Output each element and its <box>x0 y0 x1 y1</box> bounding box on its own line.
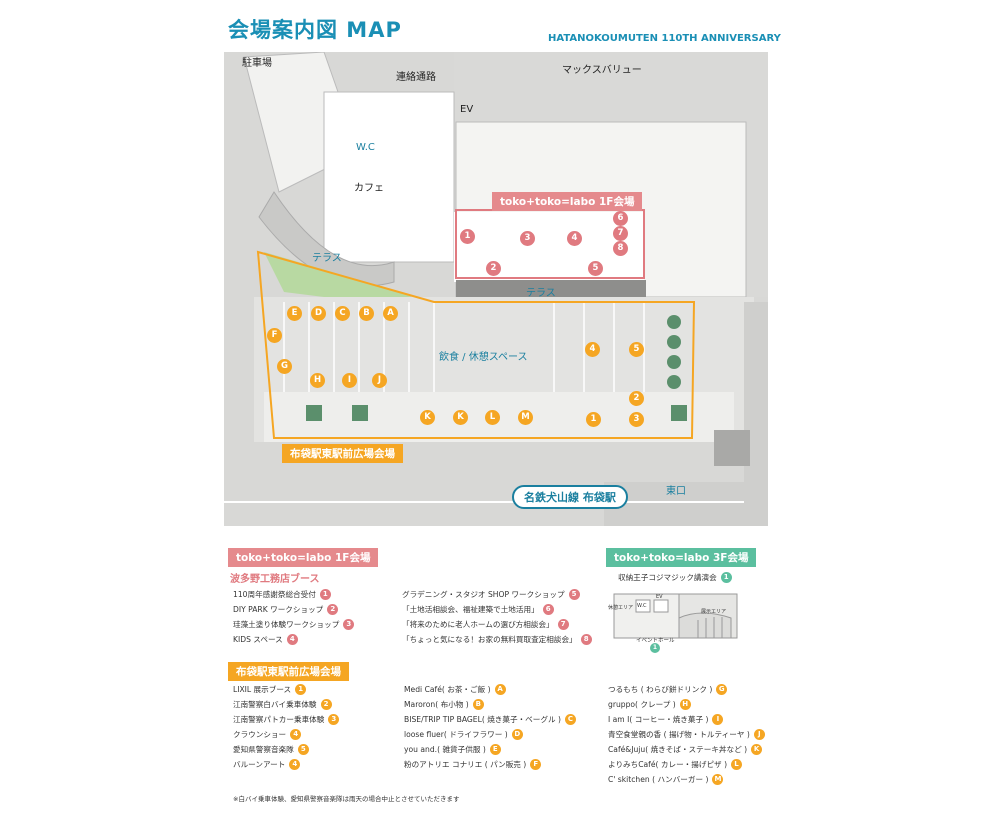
mini-area-left: 休憩エリア <box>608 605 634 611</box>
page-subtitle: HATANOKOUMUTEN 110TH ANNIVERSARY <box>548 33 781 44</box>
label-cafe: カフェ <box>354 183 384 194</box>
label-station: 名鉄犬山線 布袋駅 <box>512 485 628 509</box>
legend-3f-header: toko+toko=labo 3F会場 <box>606 548 757 567</box>
legend-item: 「土地活相談会、福祉建築で土地活用」6 <box>402 602 592 617</box>
mini-ev: EV <box>656 594 663 600</box>
mini-marker-1: 1 <box>650 643 660 653</box>
label-1f-venue: toko+toko=labo 1F会場 <box>492 192 643 211</box>
label-max-valu: マックスバリュー <box>562 65 642 76</box>
legend-item: Medi Café( お茶・ご飯 )A <box>404 682 576 697</box>
legend-item: よりみちCafé( カレー・揚げピザ )L <box>608 757 765 772</box>
mini-wc: W.C <box>637 603 647 609</box>
map-marker-K-1: K <box>420 410 435 425</box>
legend-plaza-col3: つるもち ( わらび餅ドリンク )G gruppo( クレープ )H I am … <box>608 682 765 787</box>
map-marker-B: B <box>359 306 374 321</box>
map-marker-pink-6: 6 <box>613 211 628 226</box>
map-marker-E: E <box>287 306 302 321</box>
floor3-mini-map: 休憩エリア W.C EV 展示エリア イベントホール 1 <box>606 588 744 654</box>
label-food-space: 飲食 / 休憩スペース <box>439 352 528 363</box>
legend-plaza-header: 布袋駅東駅前広場会場 <box>228 662 349 681</box>
map-marker-plaza-3: 3 <box>629 412 644 427</box>
map-marker-M: M <box>518 410 533 425</box>
map-marker-G: G <box>277 359 292 374</box>
label-plaza-venue: 布袋駅東駅前広場会場 <box>282 444 403 463</box>
map-marker-C: C <box>335 306 350 321</box>
mini-event-hall: イベントホール <box>636 638 675 644</box>
map-marker-pink-4: 4 <box>567 231 582 246</box>
venue-map: 駐車場 連絡通路 マックスバリュー EV W.C カフェ テラス テラス 飲食 … <box>224 52 768 526</box>
page-title: 会場案内図 MAP <box>228 18 402 42</box>
legend-plaza-col2: Medi Café( お茶・ご飯 )A Maroron( 布小物 )B BISE… <box>404 682 576 772</box>
map-marker-pink-5: 5 <box>588 261 603 276</box>
legend-item: 「将来のために老人ホームの選び方相談会」7 <box>402 617 592 632</box>
legend-item: BISE/TRIP TIP BAGEL( 焼き菓子・ベーグル )C <box>404 712 576 727</box>
map-marker-K-2: K <box>453 410 468 425</box>
label-parking: 駐車場 <box>242 58 272 69</box>
label-terrace-2: テラス <box>526 288 556 299</box>
map-marker-L: L <box>485 410 500 425</box>
map-marker-pink-1: 1 <box>460 229 475 244</box>
legend-item: gruppo( クレープ )H <box>608 697 765 712</box>
map-marker-H: H <box>310 373 325 388</box>
map-marker-A: A <box>383 306 398 321</box>
legend-item: 粉のアトリエ コナリエ ( パン販売 )F <box>404 757 576 772</box>
legend-item: Café&Juju( 焼きそば・ステーキ丼など )K <box>608 742 765 757</box>
map-marker-plaza-5: 5 <box>629 342 644 357</box>
map-marker-plaza-1: 1 <box>586 412 601 427</box>
legend-item: つるもち ( わらび餅ドリンク )G <box>608 682 765 697</box>
legend-item: 青空食堂親の香 ( 揚げ物・トルティーヤ )J <box>608 727 765 742</box>
label-passage: 連絡通路 <box>396 72 436 83</box>
legend-item: C' skitchen ( ハンバーガー )M <box>608 772 765 787</box>
map-marker-J: J <box>372 373 387 388</box>
legend-item: loose fluer( ドライフラワー )D <box>404 727 576 742</box>
label-ev: EV <box>460 104 474 115</box>
legend-1f-section: 波多野工務店ブース <box>230 574 320 585</box>
legend-item: Maroron( 布小物 )B <box>404 697 576 712</box>
map-marker-F: F <box>267 328 282 343</box>
map-marker-plaza-2: 2 <box>629 391 644 406</box>
mini-area-right: 展示エリア <box>701 609 727 615</box>
map-marker-pink-8: 8 <box>613 241 628 256</box>
legend-item: 「ちょっと気になる！お家の無料買取査定相談会」8 <box>402 632 592 647</box>
legend-1f-header: toko+toko=labo 1F会場 <box>228 548 379 567</box>
label-wc: W.C <box>356 142 375 153</box>
legend-note: ※白バイ乗車体験、愛知県警察音楽隊は雨天の場合中止とさせていただきます <box>233 795 460 803</box>
map-marker-pink-7: 7 <box>613 226 628 241</box>
legend-item: I am I( コーヒー・焼き菓子 )I <box>608 712 765 727</box>
map-marker-D: D <box>311 306 326 321</box>
map-marker-I: I <box>342 373 357 388</box>
label-terrace-1: テラス <box>312 253 342 264</box>
map-marker-plaza-4: 4 <box>585 342 600 357</box>
label-east-exit: 東口 <box>666 486 686 497</box>
map-marker-pink-3: 3 <box>520 231 535 246</box>
map-marker-pink-2: 2 <box>486 261 501 276</box>
legend-item: you and.( 雑貨子供服 )E <box>404 742 576 757</box>
map-background <box>224 52 768 526</box>
